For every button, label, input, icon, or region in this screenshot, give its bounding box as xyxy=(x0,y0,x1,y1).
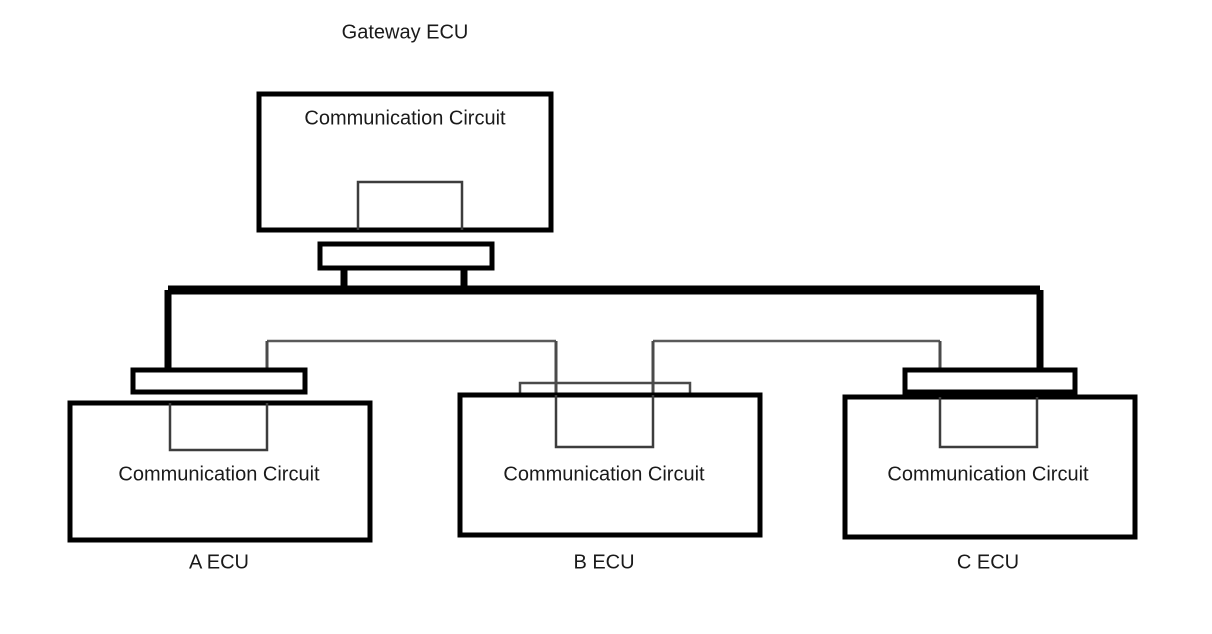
c-ecu-caption: C ECU xyxy=(957,551,1019,573)
b-ecu-box[interactable] xyxy=(457,392,763,538)
a-ecu-node[interactable]: Communication Circuit A ECU xyxy=(67,290,373,573)
c-ecu-inner-connector-stub xyxy=(938,397,1039,449)
b-ecu-caption: B ECU xyxy=(573,551,634,573)
gateway-connector-bar[interactable] xyxy=(317,241,495,271)
gateway-communication-circuit-label: Communication Circuit xyxy=(304,107,506,129)
a-ecu-connector-bar[interactable] xyxy=(130,367,308,395)
a-ecu-caption: A ECU xyxy=(189,551,249,573)
a-ecu-box[interactable] xyxy=(67,400,373,543)
a-ecu-inner-connector-stub xyxy=(168,403,269,452)
gateway-inner-connector-stub xyxy=(356,180,464,230)
diagram-title: Gateway ECU xyxy=(342,21,469,43)
c-ecu-connector-bar[interactable] xyxy=(902,367,1078,395)
gateway-ecu-box[interactable] xyxy=(256,91,554,233)
gateway-ecu-node[interactable]: Communication Circuit xyxy=(256,91,554,290)
c-ecu-box[interactable] xyxy=(842,394,1138,540)
c-ecu-node[interactable]: Communication Circuit C ECU xyxy=(842,290,1138,573)
b-ecu-communication-circuit-label: Communication Circuit xyxy=(503,463,705,485)
b-ecu-node[interactable]: Communication Circuit B ECU xyxy=(457,341,763,573)
a-ecu-communication-circuit-label: Communication Circuit xyxy=(118,463,320,485)
b-ecu-inner-connector-stub xyxy=(554,395,655,449)
c-ecu-communication-circuit-label: Communication Circuit xyxy=(887,463,1089,485)
